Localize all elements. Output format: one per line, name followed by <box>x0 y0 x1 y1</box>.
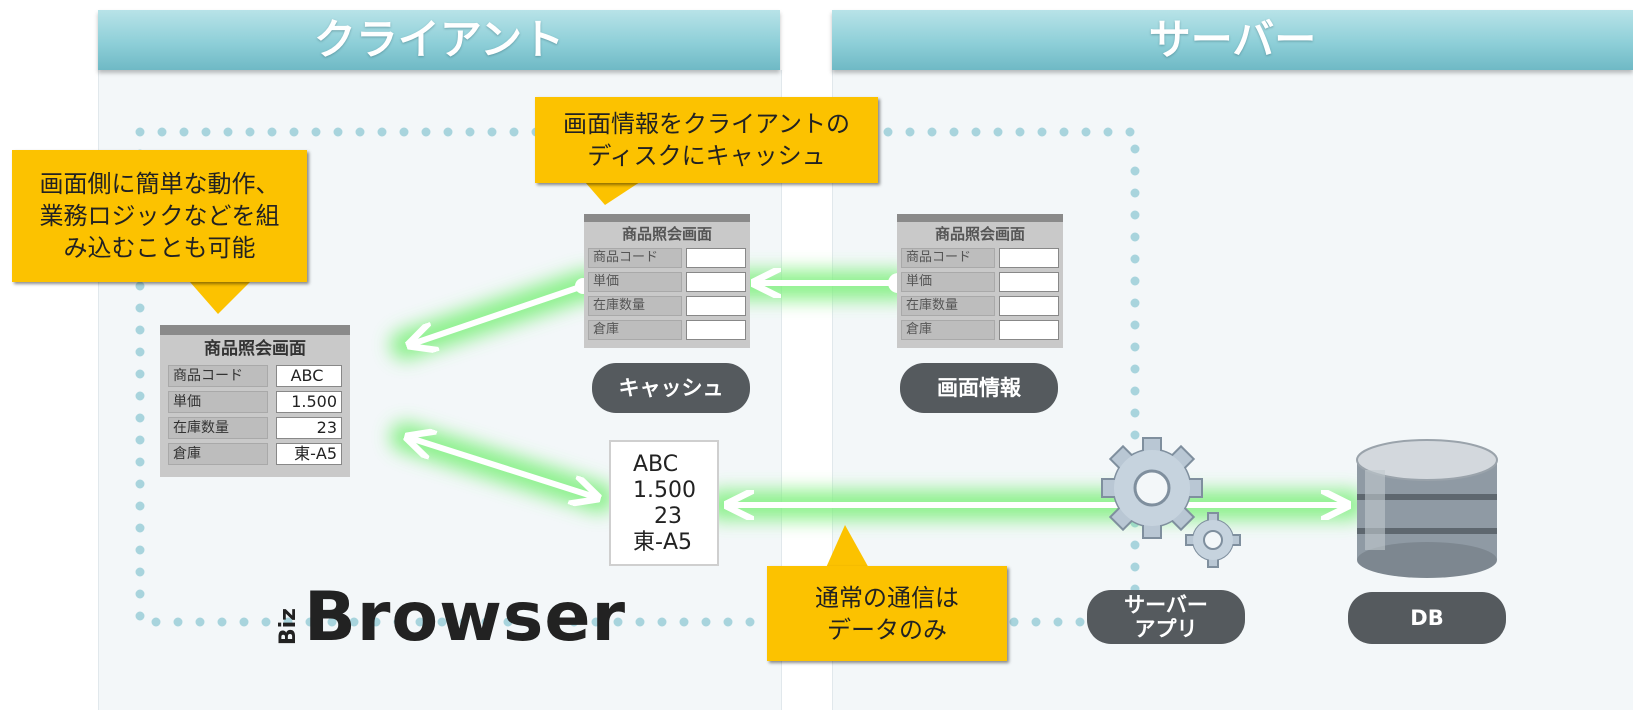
form-label: 倉庫 <box>901 320 995 340</box>
callout-normal-comm: 通常の通信は データのみ <box>767 566 1007 661</box>
data-line: 1.500 <box>633 478 696 503</box>
form-value-empty <box>999 272 1059 292</box>
data-line: 東-A5 <box>633 530 692 555</box>
callout-screen-logic: 画面側に簡単な動作、 業務ロジックなどを組 み込むことも可能 <box>12 150 307 282</box>
form-label: 単価 <box>588 272 682 292</box>
form-label: 商品コード <box>588 248 682 268</box>
arrow-cache-to-screen <box>412 283 584 344</box>
callout-cache-disk: 画面情報をクライアントの ディスクにキャッシュ <box>535 97 878 183</box>
form-value-empty <box>686 296 746 316</box>
logo-name: Browser <box>304 578 627 657</box>
cache-screen-form: 商品照会画面 商品コード 単価 在庫数量 倉庫 <box>584 214 750 348</box>
data-line: 23 <box>633 504 682 529</box>
form-label: 商品コード <box>168 365 268 387</box>
form-value: 東-A5 <box>276 443 342 465</box>
form-value-empty <box>686 248 746 268</box>
form-title: 商品照会画面 <box>204 339 306 359</box>
db-label: DB <box>1348 592 1506 644</box>
form-value-empty <box>999 248 1059 268</box>
form-value: ABC <box>276 365 342 387</box>
tail-screen-logic <box>190 282 250 314</box>
screen-info-label: 画面情報 <box>900 363 1058 413</box>
tail-normal-comm <box>825 525 870 570</box>
form-value-empty <box>999 296 1059 316</box>
server-app-label: サーバー アプリ <box>1087 590 1245 644</box>
client-header: クライアント <box>98 10 780 70</box>
form-label: 在庫数量 <box>588 296 682 316</box>
tail-cache-disk <box>585 182 640 205</box>
small-gear-icon <box>1185 512 1241 568</box>
cache-label: キャッシュ <box>592 363 750 413</box>
data-only-card: ABC 1.500 23 東-A5 <box>609 440 719 566</box>
client-screen-form: 商品照会画面 商品コード ABC 単価 1.500 在庫数量 23 倉庫 東-A… <box>160 325 350 477</box>
form-label: 在庫数量 <box>901 296 995 316</box>
form-label: 倉庫 <box>588 320 682 340</box>
arrow-screen-data <box>410 438 595 497</box>
data-line: ABC <box>633 452 679 477</box>
form-label: 単価 <box>901 272 995 292</box>
glow-paths <box>390 270 1365 520</box>
form-title: 商品照会画面 <box>934 225 1025 243</box>
form-label: 在庫数量 <box>168 417 268 439</box>
form-value-empty <box>686 272 746 292</box>
form-title: 商品照会画面 <box>621 225 712 243</box>
form-value-empty <box>686 320 746 340</box>
server-screen-form: 商品照会画面 商品コード 単価 在庫数量 倉庫 <box>897 214 1063 348</box>
form-label: 倉庫 <box>168 443 268 465</box>
form-label: 単価 <box>168 391 268 413</box>
form-label: 商品コード <box>901 248 995 268</box>
bizbrowser-logo: Biz Browser <box>276 578 627 657</box>
form-value-empty <box>999 320 1059 340</box>
server-header: サーバー <box>832 10 1633 70</box>
logo-prefix: Biz <box>276 607 301 645</box>
gear-icon <box>1101 437 1203 539</box>
form-value: 23 <box>276 417 342 439</box>
database-icon <box>1356 439 1498 578</box>
form-value: 1.500 <box>276 391 342 413</box>
